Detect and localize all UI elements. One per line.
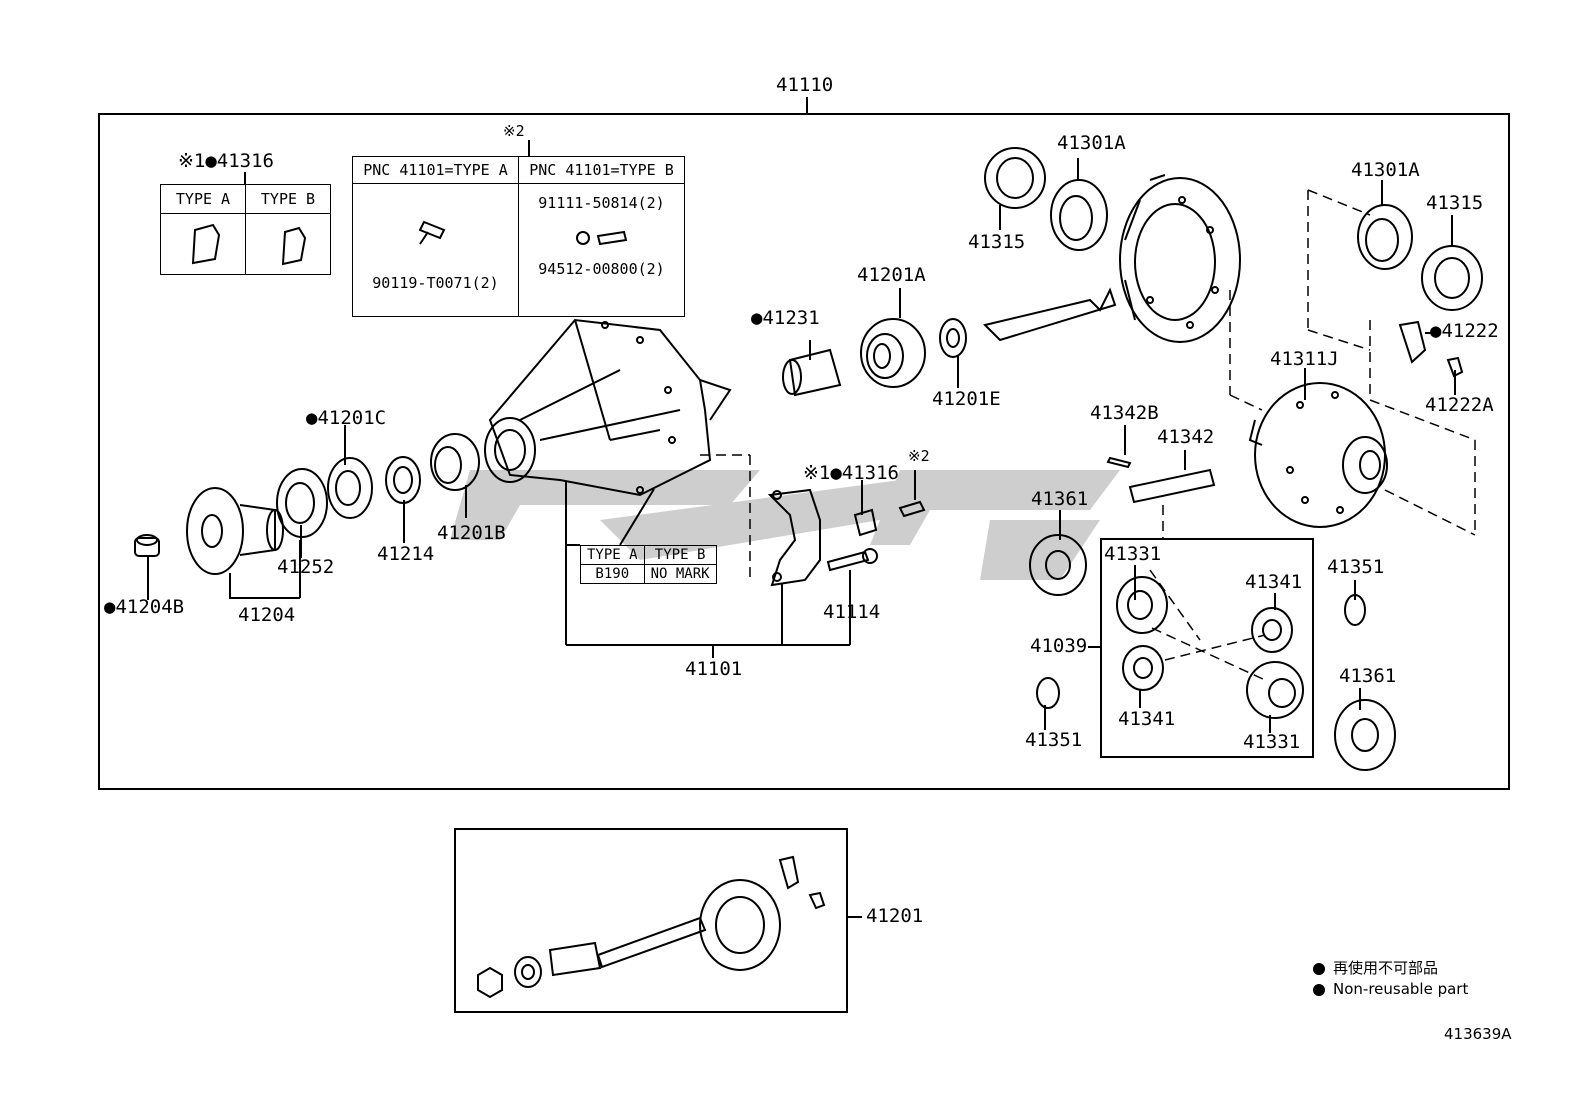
mark-type-b: TYPE B: [643, 545, 717, 565]
ref-note-2-mid: ※2: [908, 447, 930, 465]
mark-no-mark: NO MARK: [643, 564, 717, 584]
mark-type-a: TYPE A: [580, 545, 645, 565]
callout-41301A-right: 41301A: [1351, 159, 1420, 181]
pnc-table: PNC 41101=TYPE A PNC 41101=TYPE B 90119-…: [352, 156, 685, 317]
callout-41222A: 41222A: [1425, 394, 1494, 416]
callout-41361-left: 41361: [1031, 488, 1089, 510]
type-b-header: TYPE B: [245, 184, 331, 214]
callout-41315-left: 41315: [968, 231, 1026, 253]
bullet-icon: [1313, 983, 1325, 996]
ref-note-2-top: ※2: [503, 122, 525, 140]
legend-en: Non-reusable part: [1313, 980, 1468, 998]
callout-41201: 41201: [866, 905, 924, 927]
pnc-type-a-cell: 90119-T0071(2): [352, 183, 519, 317]
callout-41222: ●41222: [1430, 320, 1499, 342]
legend-en-text: Non-reusable part: [1333, 980, 1469, 998]
figure-id: 413639A: [1444, 1025, 1512, 1043]
callout-41311J: 41311J: [1270, 348, 1339, 370]
watermark-logo: [450, 470, 1120, 580]
legend-jp-text: 再使用不可部品: [1333, 959, 1439, 977]
callout-41351-left: 41351: [1025, 729, 1083, 751]
type-a-header: TYPE A: [160, 184, 246, 214]
callout-41039: 41039: [1030, 635, 1088, 657]
callout-41201C: ●41201C: [306, 407, 387, 429]
main-assembly-frame: [98, 113, 1510, 790]
differential-gear-frame: [1100, 538, 1314, 758]
assembly-number-41110: 41110: [776, 74, 834, 96]
mark-b190: B190: [580, 564, 645, 584]
callout-41101: 41101: [685, 658, 743, 680]
callout-41316-top: ※1●41316: [178, 150, 274, 172]
callout-41341-bottom: 41341: [1118, 708, 1176, 730]
part-94512-00800: 94512-00800(2): [538, 260, 665, 278]
callout-41341-top: 41341: [1245, 571, 1303, 593]
assembly-41201-frame: [454, 828, 848, 1013]
callout-41331-top: 41331: [1104, 543, 1162, 565]
callout-41214: 41214: [377, 543, 435, 565]
callout-41316-mid: ※1●41316: [803, 462, 899, 484]
callout-41342B: 41342B: [1090, 402, 1159, 424]
pnc-type-a-header: PNC 41101=TYPE A: [352, 156, 519, 184]
callout-41201B: 41201B: [437, 522, 506, 544]
callout-41361-right: 41361: [1339, 665, 1397, 687]
callout-41114: 41114: [823, 601, 881, 623]
type-b-image-cell: [245, 213, 331, 275]
callout-41331-bottom: 41331: [1243, 731, 1301, 753]
callout-41204: 41204: [238, 604, 296, 626]
callout-41342: 41342: [1157, 426, 1215, 448]
callout-41315-right: 41315: [1426, 192, 1484, 214]
legend-jp: 再使用不可部品: [1313, 957, 1438, 978]
callout-41351-right: 41351: [1327, 556, 1385, 578]
callout-41204B: ●41204B: [104, 596, 185, 618]
pnc-type-b-cell: 91111-50814(2) 94512-00800(2): [518, 183, 685, 317]
callout-41231: ●41231: [751, 307, 820, 329]
callout-41301A-left: 41301A: [1057, 132, 1126, 154]
part-90119-T0071: 90119-T0071(2): [372, 274, 499, 292]
part-91111-50814: 91111-50814(2): [538, 194, 665, 212]
callout-41252: 41252: [277, 556, 335, 578]
type-a-image-cell: [160, 213, 246, 275]
callout-41201A: 41201A: [857, 264, 926, 286]
bullet-icon: [1313, 962, 1325, 975]
callout-41201E: 41201E: [932, 388, 1001, 410]
pnc-type-b-header: PNC 41101=TYPE B: [518, 156, 685, 184]
